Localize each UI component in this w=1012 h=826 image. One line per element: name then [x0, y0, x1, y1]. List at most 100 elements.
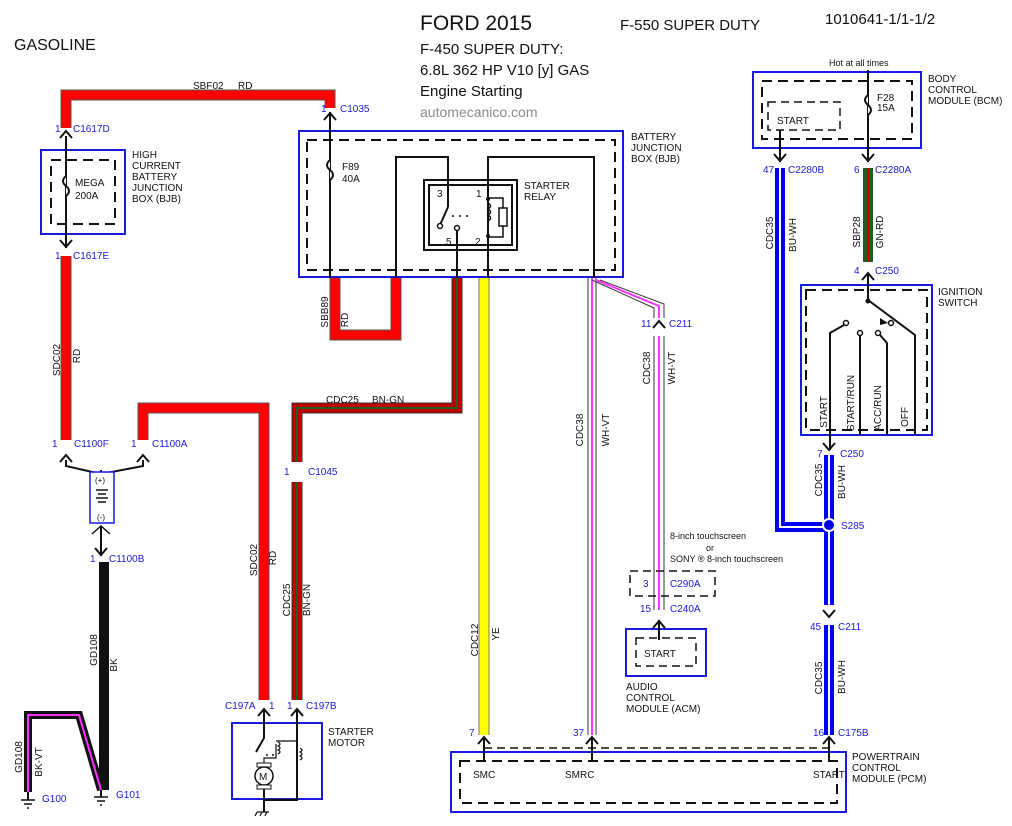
high-current-bjb[interactable] [40, 136, 126, 248]
ground-g100[interactable] [21, 792, 35, 809]
connector-arrow-icon [822, 609, 836, 619]
splice-label-s285: S285 [841, 521, 865, 532]
bcm-pin-start: START [777, 116, 809, 127]
conn-c2280b-pin: 47 [763, 165, 775, 176]
relay-pin-1: 1 [476, 189, 482, 200]
ground-g101[interactable] [94, 790, 108, 806]
model-line-2: 6.8L 362 HP V10 [y] GAS [420, 62, 589, 79]
wire-label-cdc35-b-circuit: CDC35 [814, 463, 825, 496]
conn-c240a-pin: 15 [640, 604, 652, 615]
wire-label-cdc35-c-circuit: CDC35 [814, 661, 825, 694]
connector-arrow-icon [290, 707, 304, 717]
fuse-label-mega: MEGA [75, 178, 105, 189]
battery[interactable] [89, 471, 115, 524]
battery-negative: (-) [97, 513, 105, 522]
bcm-supply-note: Hot at all times [829, 58, 889, 68]
ignition-pos-start-run: START/RUN [846, 375, 857, 431]
ignition-name-line2: SWITCH [938, 298, 977, 309]
acm-note: 8-inch touchscreen or SONY ® 8-inch touc… [670, 531, 783, 564]
connector-arrow-icon [257, 707, 271, 717]
wire-label-sbp28-color: GN-RD [875, 216, 886, 249]
conn-c211-right-pin: 45 [810, 622, 822, 633]
wire-cdc38-a[interactable] [587, 278, 597, 735]
conn-c250-bot-id: C250 [840, 449, 864, 460]
conn-pcm-smrc-pin: 37 [573, 728, 585, 739]
relay-pin-3: 3 [437, 189, 443, 200]
conn-c250-top-pin: 4 [854, 266, 860, 277]
svg-text:BOX (BJB): BOX (BJB) [631, 154, 680, 165]
wire-sbf02[interactable] [61, 90, 335, 128]
fuse-icon [62, 175, 70, 197]
svg-text:BATTERY: BATTERY [132, 172, 178, 183]
wire-cdc35-a[interactable] [775, 168, 828, 532]
relay-pin-2: 2 [475, 237, 481, 248]
audio-control-module[interactable] [625, 620, 707, 677]
conn-c1100a-pin: 1 [131, 439, 137, 450]
conn-c2280b-id: C2280B [788, 165, 824, 176]
wire-gd108-b[interactable] [24, 711, 105, 792]
conn-c2280a-pin: 6 [854, 165, 860, 176]
body-control-module[interactable] [752, 70, 922, 162]
conn-c211-left-id: C211 [669, 319, 693, 330]
conn-c290a-id: C290A [670, 579, 701, 590]
connector-arrow-icon [59, 239, 73, 249]
wire-sdc02-b-outline [137, 402, 270, 700]
ignition-pos-off: OFF [900, 407, 911, 427]
conn-c1617e-id: C1617E [73, 251, 109, 262]
conn-c211-left-pin: 11 [641, 319, 652, 330]
svg-text:AUDIO: AUDIO [626, 682, 658, 693]
svg-text:BOX (BJB): BOX (BJB) [132, 194, 181, 205]
ground-label-g100: G100 [42, 794, 67, 805]
svg-text:POWERTRAIN: POWERTRAIN [852, 752, 920, 763]
conn-c1045-pin: 1 [284, 467, 290, 478]
fuse-rating-f89: 40A [342, 174, 360, 185]
pcm-pin-smrc: SMRC [565, 770, 594, 781]
ignition-switch[interactable] [800, 274, 933, 450]
acm-name: AUDIO CONTROL MODULE (ACM) [626, 682, 700, 715]
conn-pcm-smc-pin: 7 [469, 728, 475, 739]
conn-c197b-id: C197B [306, 701, 337, 712]
wire-label-cdc35-b-color: BU-WH [837, 465, 848, 499]
connector-arrow-icon [773, 153, 787, 163]
svg-text:MODULE (ACM): MODULE (ACM) [626, 704, 700, 715]
fuse-rating-f28: 15A [877, 103, 895, 114]
conn-c1035-id: C1035 [340, 104, 370, 115]
battery-junction-box[interactable] [298, 112, 624, 278]
pcm-pin-start: START [813, 770, 845, 781]
optional-connector-c290a [629, 570, 716, 597]
model-alt-label: F-550 SUPER DUTY [620, 17, 760, 34]
connector-labels: 1 C1617D 1 C1617E 1 C1035 1 C1100F 1 C11… [52, 104, 911, 739]
wire-label-gd108-b-circuit: GD108 [14, 741, 25, 773]
relay-name-line2: RELAY [524, 192, 556, 203]
fuse-label-f28: F28 [877, 93, 895, 104]
powertrain-control-module[interactable] [450, 738, 847, 813]
wire-cdc38-b[interactable] [591, 279, 665, 610]
solenoid-coil-icon [298, 747, 303, 761]
wire-label-sbf02-circuit: SBF02 [193, 81, 224, 92]
wire-label-gd108-a-circuit: GD108 [89, 634, 100, 666]
conn-c1100a-id: C1100A [152, 439, 188, 450]
watermark: automecanico.com [420, 104, 538, 120]
connector-arrow-icon [136, 453, 150, 463]
conn-c175b-pin: 16 [813, 728, 825, 739]
wire-sdc02-b[interactable] [138, 403, 269, 700]
starter-motor[interactable] [231, 710, 323, 817]
svg-text:MODULE (BCM): MODULE (BCM) [928, 96, 1002, 107]
svg-text:CONTROL: CONTROL [852, 763, 901, 774]
conn-c197a-pin: 1 [269, 701, 275, 712]
starter-relay[interactable] [423, 179, 518, 278]
document-id: 1010641-1/1-1/2 [825, 11, 935, 28]
ground-label-g101: G101 [116, 790, 141, 801]
svg-text:BATTERY: BATTERY [631, 132, 677, 143]
model-line-1: F-450 SUPER DUTY: [420, 41, 563, 58]
conn-c240a-id: C240A [670, 604, 701, 615]
connector-arrow-icon [861, 153, 875, 163]
svg-text:JUNCTION: JUNCTION [132, 183, 183, 194]
connector-arrow-icon [652, 319, 666, 329]
wire-sbb89[interactable] [330, 278, 401, 340]
splice-s285[interactable] [822, 518, 836, 532]
ignition-pos-acc-run: ACC/RUN [873, 385, 884, 431]
wire-label-sdc02-b-color: RD [268, 551, 279, 565]
fuel-type-label: GASOLINE [14, 37, 96, 54]
conn-c250-bot-pin: 7 [817, 449, 823, 460]
